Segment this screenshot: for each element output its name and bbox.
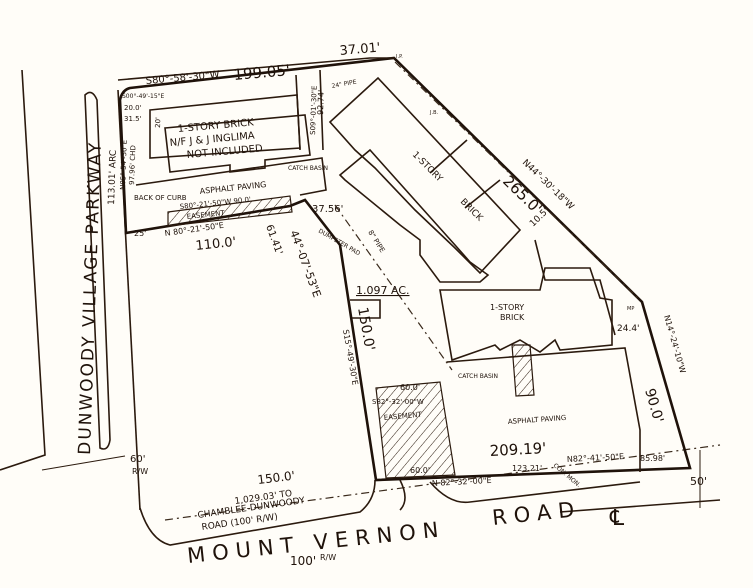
south-bldg-label-2: BRICK	[500, 313, 525, 322]
brick-label: BRICK	[458, 197, 485, 224]
top-bearing: S80°-58'-30"W	[145, 70, 220, 87]
south-dist-2: 85.98'	[640, 454, 665, 463]
mp-label: MP	[627, 306, 634, 312]
con-mon-label: CON. MON.	[552, 462, 582, 489]
inner-vert-bearing: S09°-01'-30"E	[309, 86, 319, 136]
parcel-boundary	[117, 56, 692, 482]
left-chord-distance: 97.96' CHD	[128, 145, 137, 185]
east-bearing: N14°-24'-10"W	[662, 314, 687, 374]
north-building	[328, 76, 616, 336]
angle-distance: 61.41'	[263, 223, 284, 256]
easement-south-label: EASEMENT	[383, 411, 422, 422]
east-small: 24.4'	[617, 324, 640, 334]
angle-bearing: 44°-07'-53"E	[287, 229, 323, 300]
corner-b: 20.0'	[124, 104, 142, 112]
top-right-distance: 37.01'	[339, 40, 381, 58]
easement-top-distance: 60.0'	[400, 383, 420, 392]
south-bldg-label-1: 1-STORY	[490, 303, 524, 312]
inner-vert-distance: 92.74'	[316, 90, 326, 115]
jb-label: J.B.	[429, 110, 438, 116]
south-dist-1: 123.21'	[512, 464, 542, 473]
inglima-building	[135, 69, 327, 227]
road-suffix: ROAD	[491, 497, 582, 530]
left-bottom-distance: 110.0'	[195, 235, 237, 254]
pipe-8-label: 8" PIPE	[366, 229, 386, 254]
corner-d: 20'	[154, 117, 162, 128]
east-distance: 90.0'	[641, 387, 666, 425]
west-inner-distance: 150.0'	[354, 306, 377, 352]
road-lines	[139, 444, 721, 546]
parkway-lines	[0, 69, 141, 511]
acreage-label: 1.097 AC.	[356, 284, 410, 297]
road-distance: 150.0'	[257, 468, 296, 486]
south-bearing-1: N 82°-32'-00"E	[432, 476, 492, 488]
dumpster-label: DUMPSTER PAD	[317, 228, 362, 258]
south-dist-3: 60.0'	[410, 466, 430, 475]
radius-25: 25'	[134, 229, 146, 238]
bearing-labels: S80°-58'-30"W 199.05' 37.01' N44°-30'-18…	[107, 40, 707, 488]
catch-basin-south: CATCH BASIN	[458, 373, 498, 380]
catch-basin-label: CATCH BASIN	[288, 165, 328, 172]
south-building	[439, 267, 641, 472]
corner-a: S00°-49'-15"E	[122, 93, 164, 100]
road-rw-unit: R/W	[320, 553, 336, 562]
easement-top-bearing: S82°-32'-00"W	[372, 398, 424, 406]
asphalt-paving-south: ASPHALT PAVING	[508, 414, 567, 426]
corner-c: 31.5'	[124, 115, 142, 123]
parkway-name: DUNWOODY VILLAGE PARKWAY	[75, 141, 106, 456]
story-label: 1-STORY	[410, 150, 445, 185]
pipe-24-label: 24" PIPE	[331, 79, 357, 90]
ip-label: I.P.	[396, 54, 403, 60]
left-chord: N05°-54'-30"E	[119, 140, 129, 190]
road-centerline: ℄	[609, 506, 625, 531]
asphalt-paving-north: ASPHALT PAVING	[199, 180, 267, 196]
parkway-rw-unit: R/W	[132, 467, 148, 476]
left-arc: 113.01' ARC	[107, 150, 119, 205]
south-bearing-2: N82°-41'-50"E	[567, 452, 625, 464]
sw-easement	[334, 204, 456, 479]
road-small: 50'	[690, 475, 707, 488]
parkway-rw: 60'	[130, 454, 145, 465]
angle-small: 37.56'	[312, 204, 343, 215]
back-of-curb-label: BACK OF CURB	[134, 194, 187, 202]
top-distance: 199.05'	[233, 61, 291, 84]
road-rw: 100'	[290, 554, 316, 568]
south-total: 209.19'	[489, 439, 546, 460]
